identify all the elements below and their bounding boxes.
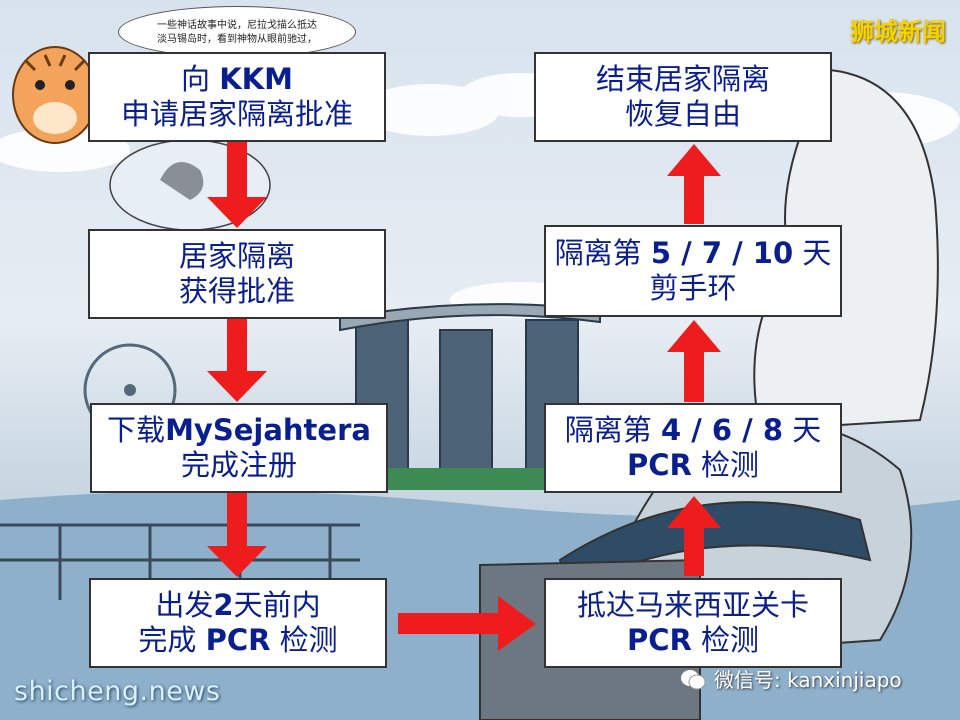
step5-line1: 抵达马来西亚关卡 xyxy=(576,587,809,622)
step-apply-kkm-line2: 申请居家隔离批准 xyxy=(120,97,353,131)
step6-line1: 隔离第 4 / 6 / 8 天 xyxy=(565,413,822,448)
step2-line1: 居家隔离 xyxy=(178,238,295,273)
step3-text-app: MySejahtera xyxy=(165,412,371,447)
site-watermark: shicheng.news xyxy=(14,676,221,707)
step4-text-pcr: PCR xyxy=(205,623,271,657)
step8-line2: 恢复自由 xyxy=(624,97,741,131)
step6-text-pcr: PCR xyxy=(626,448,692,482)
step6-text-post: 天 xyxy=(783,412,822,447)
step4-text-pre: 出发 xyxy=(155,587,214,622)
arrow-down-3 xyxy=(207,493,267,577)
step7-text-pre: 隔离第 xyxy=(554,235,651,270)
step1-text-kkm: KKM xyxy=(219,61,294,96)
arrow-up-1 xyxy=(667,496,721,576)
step4-line2: 完成 PCR 检测 xyxy=(138,623,337,658)
speech-bubble: 一些神话故事中说，尼拉戈描么抵达 淡马锡岛时，看到神物从眼前驰过， xyxy=(118,6,356,58)
step7-text-post: 天 xyxy=(793,235,832,270)
step3-line1: 下载MySejahtera xyxy=(107,413,371,448)
arrow-down-2 xyxy=(207,319,267,402)
brand-watermark: 狮城新闻 xyxy=(850,18,946,46)
step6-line2: PCR 检测 xyxy=(627,448,759,483)
arrow-up-2 xyxy=(667,320,721,402)
step7-text-days: 5 / 7 / 10 xyxy=(650,235,794,270)
step8-line1: 结束居家隔离 xyxy=(595,61,770,96)
step-arrival-checkpoint-pcr: 抵达马来西亚关卡 PCR 检测 xyxy=(544,578,842,668)
step4-text-days: 2 xyxy=(213,587,234,622)
step7-line1: 隔离第 5 / 7 / 10 天 xyxy=(555,236,832,271)
step-apply-kkm-line1: 向 KKM xyxy=(181,62,293,97)
step-pre-departure-pcr: 出发2天前内 完成 PCR 检测 xyxy=(89,578,387,668)
speech-bubble-line2: 淡马锡岛时，看到神物从眼前驰过， xyxy=(157,34,317,45)
step6-text-days: 4 / 6 / 8 xyxy=(660,412,784,447)
arrow-up-3 xyxy=(667,144,721,224)
step3-text-pre: 下载 xyxy=(107,412,166,447)
step4-text2-post: 检测 xyxy=(270,623,338,657)
step4-text2-pre: 完成 xyxy=(138,623,206,657)
step-end-quarantine: 结束居家隔离 恢复自由 xyxy=(534,52,832,142)
step-download-mysejahtera: 下载MySejahtera 完成注册 xyxy=(90,403,388,493)
speech-bubble-line1: 一些神话故事中说，尼拉戈描么抵达 xyxy=(157,20,317,31)
step4-line1: 出发2天前内 xyxy=(155,588,320,623)
step3-line2: 完成注册 xyxy=(180,448,297,482)
step5-text2-post: 检测 xyxy=(691,623,760,657)
step4-text-post: 天前内 xyxy=(233,587,321,622)
step-apply-kkm-approval: 向 KKM 申请居家隔离批准 xyxy=(88,52,386,142)
step-home-quarantine-approved: 居家隔离 获得批准 xyxy=(88,229,386,319)
arrow-right xyxy=(398,596,536,651)
step5-line2: PCR 检测 xyxy=(627,623,759,658)
arrow-down-1 xyxy=(207,142,267,228)
wechat-label: 微信号: kanxinjiapo xyxy=(714,668,902,692)
step6-text-pre: 隔离第 xyxy=(564,412,661,447)
step5-text-pcr: PCR xyxy=(626,623,692,657)
wechat-icon xyxy=(681,669,706,689)
tiger-mascot-illustration xyxy=(12,46,98,144)
wechat-watermark: 微信号: kanxinjiapo xyxy=(680,664,902,693)
step1-text-pre: 向 xyxy=(180,61,220,96)
step-quarantine-pcr: 隔离第 4 / 6 / 8 天 PCR 检测 xyxy=(544,403,842,493)
step2-line2: 获得批准 xyxy=(178,274,295,308)
step-remove-wristband: 隔离第 5 / 7 / 10 天 剪手环 xyxy=(544,225,842,317)
step7-line2: 剪手环 xyxy=(649,271,737,305)
step6-text2-post: 检测 xyxy=(691,448,760,482)
